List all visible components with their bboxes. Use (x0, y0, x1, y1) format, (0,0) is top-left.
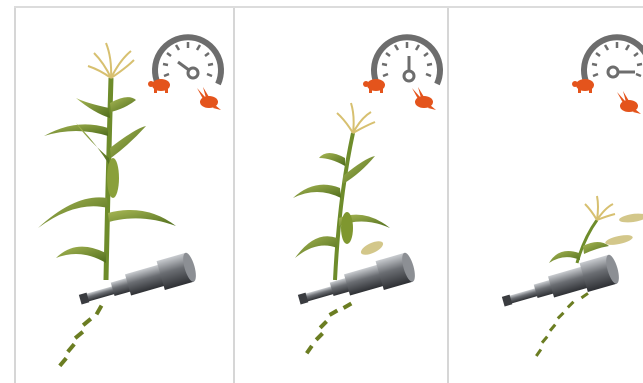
speedometer-icon (155, 37, 221, 84)
panel-high-speed (14, 8, 233, 383)
panel-3-illustration (449, 8, 643, 383)
hare-icon (617, 91, 641, 114)
corn-plant-small (549, 196, 643, 263)
turtle-icon (148, 79, 170, 93)
harvester-nozzle (295, 251, 418, 313)
panel-2-illustration (235, 8, 449, 383)
corn-plant-medium (293, 103, 390, 280)
speedometer-icon (584, 37, 643, 84)
corn-kernels (58, 305, 103, 367)
panel-1-illustration (16, 8, 235, 383)
harvester-nozzle (499, 253, 622, 315)
turtle-icon (572, 79, 594, 93)
hare-icon (197, 87, 221, 110)
harvester-nozzle (76, 251, 199, 313)
speedometer-icon (374, 37, 440, 84)
panel-low-speed (447, 8, 643, 383)
hare-icon (412, 87, 436, 110)
panel-medium-speed (233, 8, 447, 383)
turtle-icon (363, 79, 385, 93)
corn-kernels (535, 292, 589, 357)
corn-kernels (305, 302, 352, 355)
